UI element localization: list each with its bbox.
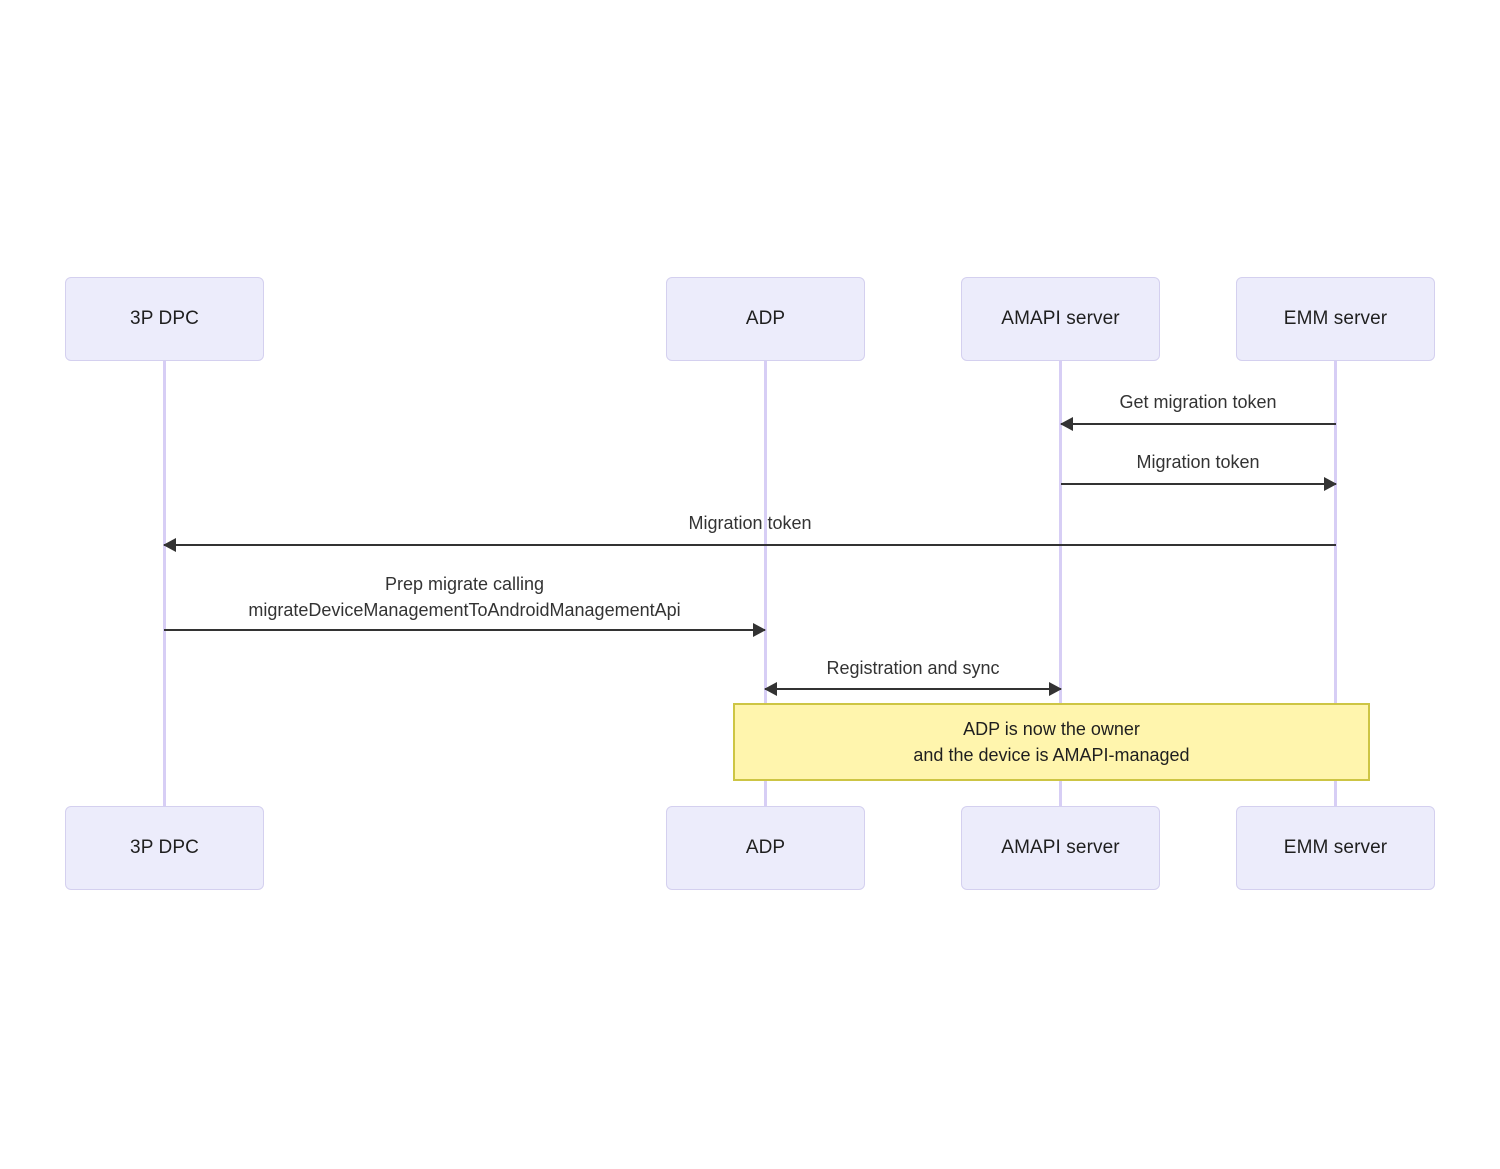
participant-box-bottom-emm-server[interactable]: EMM server: [1236, 806, 1435, 890]
message-label-migration-token-amapi-emm: Migration token: [1136, 452, 1260, 472]
participant-box-top-adp[interactable]: ADP: [666, 277, 865, 361]
arrowhead-right: [1049, 682, 1062, 696]
message-label-migration-token-emm-dpc: Migration token: [688, 513, 812, 533]
participant-label: EMM server: [1283, 307, 1388, 329]
note-line: ADP is now the owner: [963, 718, 1140, 739]
participant-label: 3P DPC: [130, 836, 199, 858]
arrow-line: [1061, 423, 1336, 425]
arrowhead-left: [1060, 417, 1073, 431]
participant-box-top-amapi-server[interactable]: AMAPI server: [961, 277, 1160, 361]
participant-box-bottom-amapi-server[interactable]: AMAPI server: [961, 806, 1160, 890]
arrow-line: [164, 544, 1336, 546]
arrow-line: [1061, 483, 1336, 485]
participant-label: EMM server: [1283, 836, 1388, 858]
arrowhead-left: [163, 538, 176, 552]
participant-label: ADP: [745, 836, 786, 858]
arrowhead-left: [764, 682, 777, 696]
participant-label: 3P DPC: [130, 307, 199, 329]
participant-box-top-3p-dpc[interactable]: 3P DPC: [65, 277, 264, 361]
participant-box-bottom-adp[interactable]: ADP: [666, 806, 865, 890]
participant-box-top-emm-server[interactable]: EMM server: [1236, 277, 1435, 361]
message-label-registration-and-sync: Registration and sync: [826, 658, 1000, 678]
participant-label: ADP: [745, 307, 786, 329]
message-label-prep-migrate-calling: Prep migrate calling migrateDeviceManage…: [248, 574, 681, 620]
arrow-line: [164, 629, 765, 631]
participant-label: AMAPI server: [1001, 307, 1120, 329]
arrowhead-right: [753, 623, 766, 637]
lifeline-emm-server: [1334, 361, 1337, 808]
participant-box-bottom-3p-dpc[interactable]: 3P DPC: [65, 806, 264, 890]
arrow-line: [765, 688, 1061, 690]
lifeline-amapi-server: [1059, 361, 1062, 808]
lifeline-adp: [764, 361, 767, 808]
arrowhead-right: [1324, 477, 1337, 491]
message-label-get-migration-token: Get migration token: [1119, 392, 1277, 412]
participant-label: AMAPI server: [1001, 836, 1120, 858]
lifeline-3p-dpc: [163, 361, 166, 808]
note-adp-owner: ADP is now the owner and the device is A…: [733, 703, 1370, 781]
note-line: and the device is AMAPI-managed: [913, 745, 1190, 765]
